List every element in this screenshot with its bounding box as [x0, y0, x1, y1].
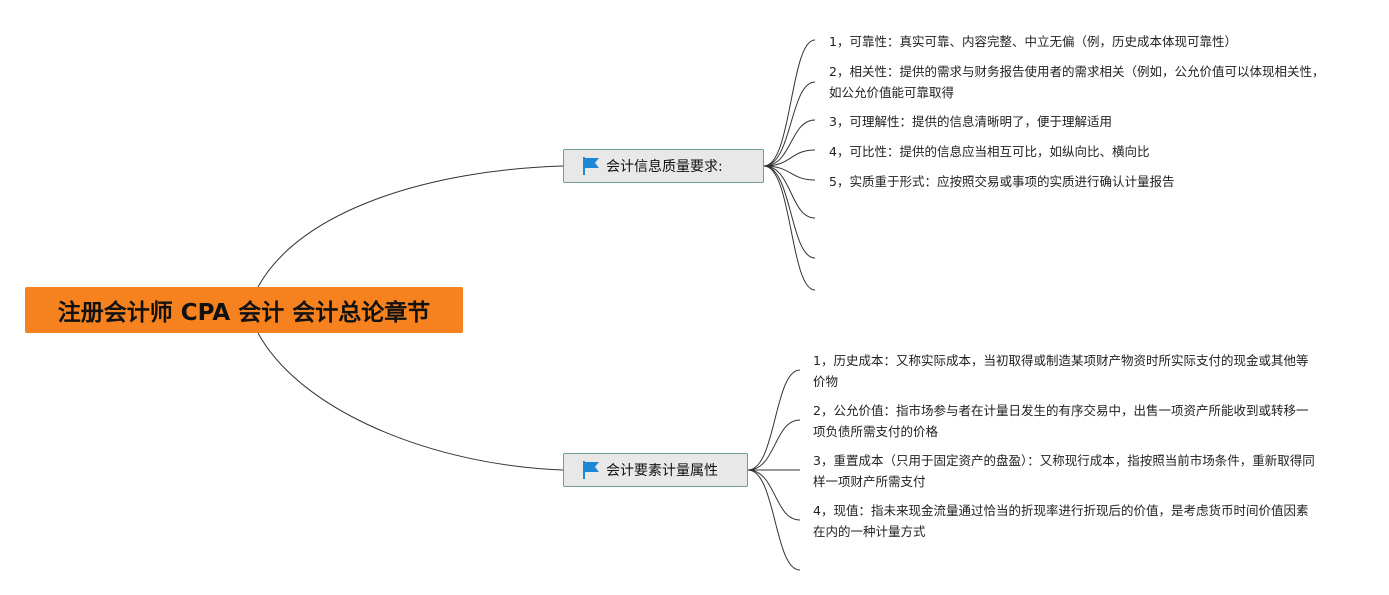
leaf-substance-over-form[interactable]: 5，实质重于形式：应按照交易或事项的实质进行确认计量报告 — [829, 174, 1175, 189]
connector-measure-leaf-4 — [747, 469, 801, 521]
leaf-historical-cost[interactable]: 1，历史成本：又称实际成本，当初取得或制造某项财产物资时所实际支付的现金或其他等… — [813, 353, 1309, 389]
connector-quality-leaf-8 — [763, 165, 816, 291]
leaf-relevance[interactable]: 2，相关性：提供的需求与财务报告使用者的需求相关（例如，公允价值可以体现相关性，… — [829, 64, 1325, 100]
connector-quality-leaf-1 — [763, 39, 816, 167]
leaf-understandability[interactable]: 3，可理解性：提供的信息清晰明了，便于理解适用 — [829, 114, 1112, 129]
connector-quality-leaf-3 — [763, 119, 816, 167]
branch-title: 会计信息质量要求: — [606, 159, 723, 175]
leaf-reliability[interactable]: 1，可靠性：真实可靠、内容完整、中立无偏（例，历史成本体现可靠性） — [829, 34, 1237, 49]
root-topic[interactable]: 注册会计师 CPA 会计 会计总论章节 — [25, 287, 463, 333]
flag-icon — [583, 157, 599, 175]
connector-quality-leaf-5 — [763, 165, 816, 181]
connector-quality-leaf-7 — [763, 165, 816, 259]
flag-icon — [583, 461, 599, 479]
connector-quality-leaf-4 — [763, 149, 816, 167]
root-title: 注册会计师 CPA 会计 会计总论章节 — [57, 300, 431, 326]
connector-measure-leaf-2 — [747, 419, 801, 471]
connector-quality-leaf-2 — [763, 81, 816, 167]
leaf-fair-value[interactable]: 2，公允价值：指市场参与者在计量日发生的有序交易中，出售一项资产所能收到或转移一… — [813, 403, 1309, 439]
connector-root-to-measure — [257, 332, 564, 471]
connector-quality-leaf-6 — [763, 165, 816, 219]
branch-title: 会计要素计量属性 — [606, 463, 718, 479]
connector-root-to-quality — [257, 165, 564, 288]
leaf-comparability[interactable]: 4，可比性：提供的信息应当相互可比，如纵向比、横向比 — [829, 144, 1150, 159]
leaf-present-value[interactable]: 4，现值：指未来现金流量通过恰当的折现率进行折现后的价值，是考虑货币时间价值因素… — [813, 503, 1309, 539]
branch-quality-requirements[interactable]: 会计信息质量要求: — [563, 149, 764, 183]
connector-measure-leaf-5 — [747, 469, 801, 571]
connector-measure-leaf-1 — [747, 369, 801, 471]
leaf-replacement-cost[interactable]: 3，重置成本（只用于固定资产的盘盈）：又称现行成本，指按照当前市场条件，重新取得… — [813, 453, 1315, 489]
branch-measurement-attributes[interactable]: 会计要素计量属性 — [563, 453, 748, 487]
